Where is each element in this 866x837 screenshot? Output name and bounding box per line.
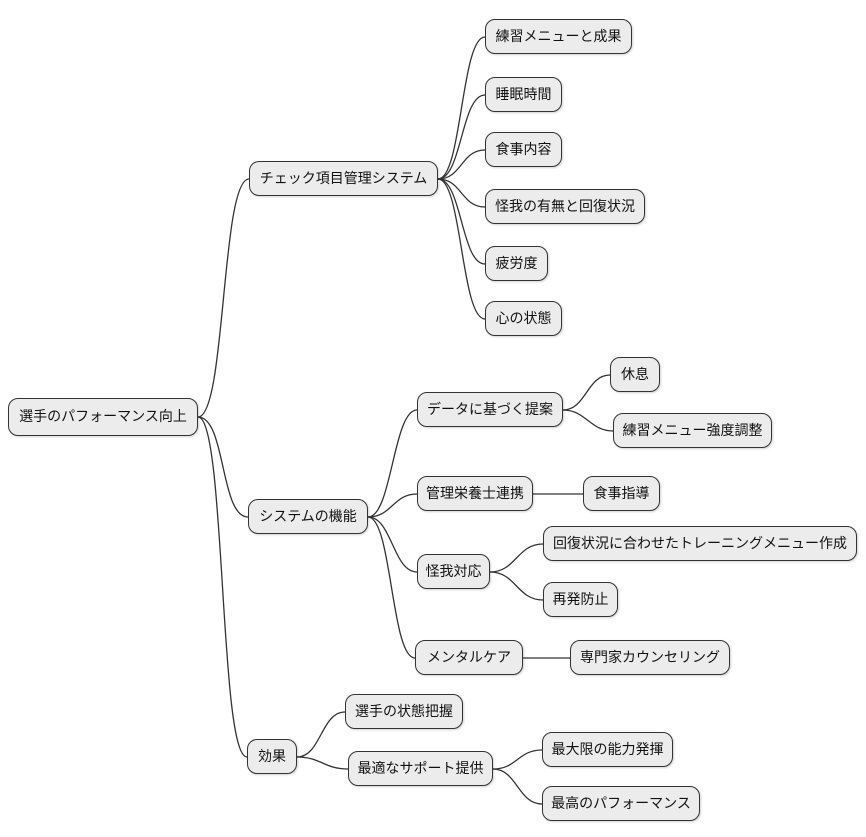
edge-system-dietitian: [367, 493, 418, 518]
edge-data-intensity-adjustment: [562, 409, 614, 432]
edge-checklist-training-results: [437, 36, 486, 180]
node-dietitian-coordination: 管理栄養士連携: [417, 476, 533, 511]
node-injury-response-label: 怪我対応: [425, 563, 482, 580]
node-sleep-time: 睡眠時間: [485, 77, 562, 112]
node-mental-state: 心の状態: [485, 301, 562, 336]
node-mental-care: メンタルケア: [415, 640, 523, 675]
node-training-intensity-adjustment: 練習メニュー強度調整: [613, 413, 772, 448]
node-dietitian-coordination-label: 管理栄養士連携: [426, 485, 524, 502]
edge-checklist-sleep-time: [437, 94, 486, 180]
node-relapse-prevention-label: 再発防止: [552, 591, 609, 608]
node-sleep-time-label: 睡眠時間: [495, 86, 552, 103]
node-injury-response: 怪我対応: [417, 554, 490, 589]
node-system-functions: システムの機能: [248, 499, 368, 534]
node-injury-recovery-status-label: 怪我の有無と回復状況: [495, 198, 635, 215]
edge-checklist-fatigue: [437, 178, 486, 265]
node-fatigue-level: 疲労度: [485, 246, 548, 281]
edge-root-effects: [197, 416, 248, 758]
node-system-functions-label: システムの機能: [259, 508, 357, 525]
node-root-label: 選手のパフォーマンス向上: [19, 409, 187, 425]
node-rest: 休息: [610, 357, 660, 392]
node-effects-label: 効果: [258, 748, 286, 765]
node-root: 選手のパフォーマンス向上: [8, 398, 198, 436]
node-athlete-condition-tracking: 選手の状態把握: [345, 694, 463, 729]
node-meal-content-label: 食事内容: [495, 141, 552, 158]
node-meal-content: 食事内容: [485, 132, 562, 167]
node-rest-label: 休息: [621, 366, 649, 383]
edge-system-mental-care: [367, 516, 416, 659]
node-training-menu-results-label: 練習メニューと成果: [495, 28, 622, 45]
node-training-menu-results: 練習メニューと成果: [485, 19, 632, 54]
edge-root-checklist-system: [197, 178, 250, 418]
edge-injury-recovery-menu: [489, 543, 544, 573]
node-checklist-system: チェック項目管理システム: [249, 161, 438, 196]
edge-support-best-performance: [492, 768, 543, 805]
node-effects: 効果: [247, 739, 297, 774]
edge-checklist-injury-status: [437, 178, 486, 208]
node-maximum-ability-label: 最大限の能力発揮: [551, 741, 664, 758]
node-optimal-support-label: 最適なサポート提供: [357, 760, 484, 777]
node-maximum-ability: 最大限の能力発揮: [542, 732, 673, 767]
node-optimal-support: 最適なサポート提供: [348, 751, 493, 786]
node-expert-counseling: 専門家カウンセリング: [570, 640, 730, 675]
node-data-based-suggestions-label: データに基づく提案: [427, 401, 553, 418]
node-expert-counseling-label: 専門家カウンセリング: [580, 649, 720, 666]
node-recovery-training-menu: 回復状況に合わせたトレーニングメニュー作成: [543, 526, 857, 561]
node-checklist-system-label: チェック項目管理システム: [259, 170, 428, 187]
node-best-performance: 最高のパフォーマンス: [542, 786, 700, 821]
edge-system-injury-response: [367, 516, 418, 573]
node-injury-recovery-status: 怪我の有無と回復状況: [485, 189, 645, 224]
edge-checklist-meal-content: [437, 149, 486, 180]
edge-system-data-suggestions: [367, 409, 418, 518]
edge-effects-optimal-support: [296, 756, 349, 770]
node-meal-guidance-label: 食事指導: [593, 485, 650, 502]
node-meal-guidance: 食事指導: [583, 476, 660, 511]
edge-checklist-mental-state: [437, 178, 486, 320]
node-mental-state-label: 心の状態: [495, 310, 552, 327]
edge-effects-condition-tracking: [296, 711, 346, 758]
edge-data-rest: [562, 374, 611, 411]
node-fatigue-level-label: 疲労度: [495, 255, 538, 272]
edge-root-system-functions: [197, 416, 249, 518]
node-training-intensity-adjustment-label: 練習メニュー強度調整: [622, 422, 763, 439]
edge-support-maximum-ability: [492, 749, 543, 770]
node-mental-care-label: メンタルケア: [427, 649, 511, 666]
node-data-based-suggestions: データに基づく提案: [417, 392, 563, 427]
node-best-performance-label: 最高のパフォーマンス: [551, 795, 691, 812]
node-athlete-condition-tracking-label: 選手の状態把握: [355, 703, 453, 720]
node-relapse-prevention: 再発防止: [543, 582, 618, 617]
node-recovery-training-menu-label: 回復状況に合わせたトレーニングメニュー作成: [553, 535, 847, 552]
edge-injury-relapse-prevention: [489, 571, 544, 601]
